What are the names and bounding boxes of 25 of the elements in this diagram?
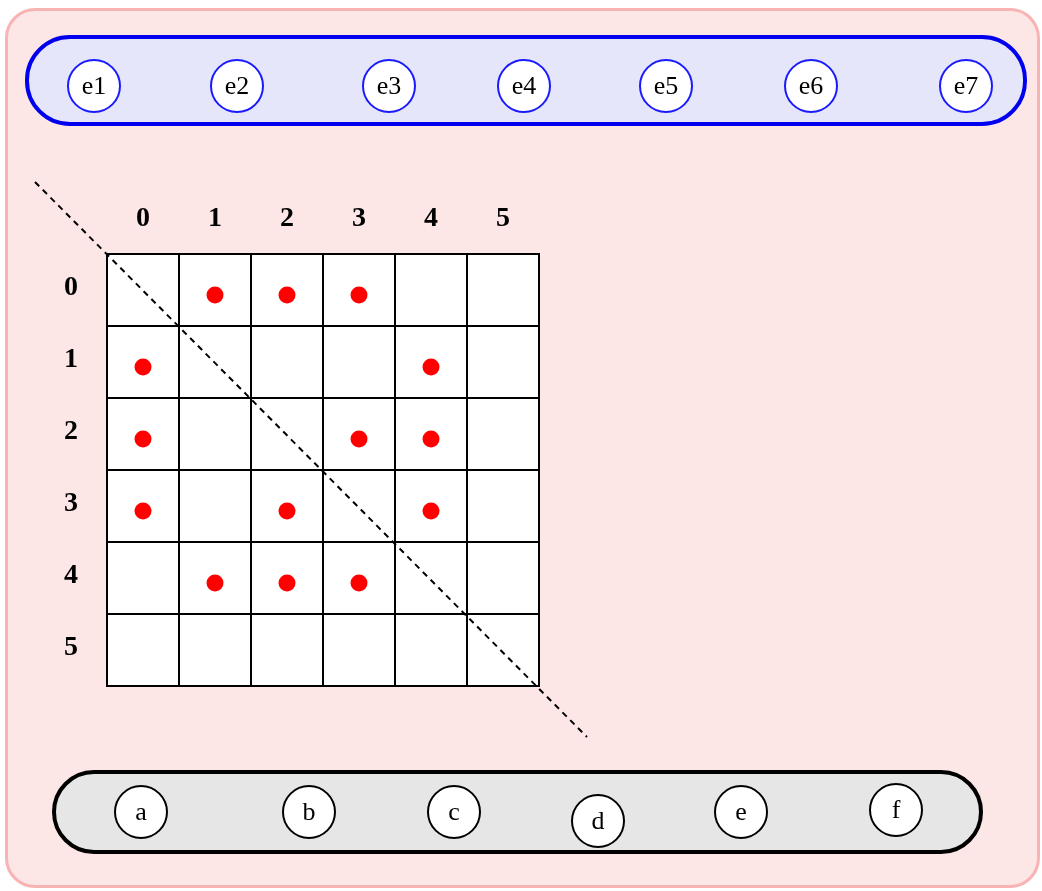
vertex-circle: a (114, 785, 168, 839)
vertex-circle: e7 (939, 59, 993, 113)
vertex-circle: d (571, 794, 625, 848)
vertex-circle: e6 (784, 59, 838, 113)
vertex-circle: c (427, 785, 481, 839)
row-header: 3 (63, 486, 79, 518)
vertex-circle: e2 (210, 59, 264, 113)
vertex-circle: e (714, 785, 768, 839)
vertex-circle: e5 (639, 59, 693, 113)
vertex-circle: f (869, 783, 923, 837)
vertex-circle: e3 (362, 59, 416, 113)
row-header: 2 (63, 414, 79, 446)
vertex-circle: e1 (67, 59, 121, 113)
row-header: 1 (63, 342, 79, 374)
row-header: 0 (63, 270, 79, 302)
column-header: 4 (423, 201, 439, 233)
row-header: 5 (63, 630, 79, 662)
row-header: 4 (63, 558, 79, 590)
column-header: 0 (135, 201, 151, 233)
column-header: 1 (207, 201, 223, 233)
column-header: 5 (495, 201, 511, 233)
column-header: 3 (351, 201, 367, 233)
vertex-circle: e4 (497, 59, 551, 113)
column-header: 2 (279, 201, 295, 233)
vertex-circle: b (282, 785, 336, 839)
